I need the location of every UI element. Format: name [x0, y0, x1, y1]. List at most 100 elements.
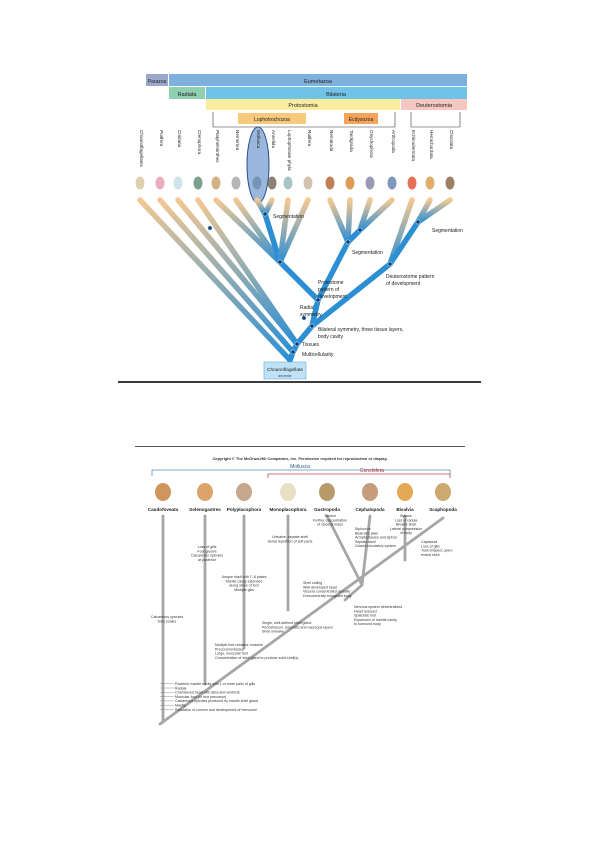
taxon-label: Arthropoda — [391, 130, 396, 153]
mollusc-illustration — [435, 483, 451, 501]
taxon-label: Platyhelminthes — [215, 130, 220, 163]
organism-illustration — [365, 176, 375, 190]
tree-node — [294, 341, 300, 347]
tree-branch — [277, 197, 291, 265]
mollusc-branch — [158, 516, 445, 726]
character-note: Posterior mantle cavity with 1 or more p… — [175, 682, 258, 712]
tree-branch — [387, 197, 415, 267]
mollusca-label: Mollusca — [290, 464, 310, 470]
ecdysozoa-label: Ecdysozoa — [349, 117, 374, 123]
segmentation-annotation: Segmentation — [273, 214, 304, 220]
bilateria-label: Bilateria — [326, 92, 347, 98]
taxon-label: Cnidaria — [177, 130, 182, 148]
taxon-label: Annelida — [271, 130, 276, 148]
mollusc-taxon-label: Solenogastres — [189, 507, 221, 512]
taxon-label: Choanoflagellates — [139, 130, 144, 167]
mollusc-illustration — [236, 483, 252, 501]
tree-node — [345, 239, 351, 245]
organism-illustration — [193, 176, 203, 190]
tree-branch — [262, 211, 283, 265]
tree-node — [277, 259, 283, 265]
taxon-label: Echinodermata — [411, 130, 416, 161]
eumetazoa-label: Eumetazoa — [304, 79, 333, 85]
root-subtitle: ancestor — [278, 374, 292, 378]
tree-branch — [345, 227, 363, 245]
deuterostome-annotation: Deuterostome pattern of development — [386, 274, 436, 287]
organism-illustration — [425, 176, 435, 190]
tree-branch — [137, 197, 293, 363]
mollusc-taxon-label: Cephalopoda — [355, 507, 385, 512]
mollusc-branch — [360, 514, 372, 587]
animal-phylogeny-diagram: Parazoa Eumetazoa Radiata Bilateria Prot… — [135, 74, 467, 380]
tree-branch — [233, 197, 283, 265]
tree-node — [207, 225, 213, 231]
organism-illustration — [345, 176, 355, 190]
radiata-label: Radiata — [178, 92, 198, 98]
mollusc-illustration — [197, 483, 213, 501]
tree-branch — [387, 219, 421, 267]
bilateral-annotation: Bilateral symmetry, three tissue layers,… — [318, 327, 405, 340]
tree-branch — [315, 239, 351, 303]
taxon-label: Tardigrada — [349, 130, 354, 152]
tree-branch — [415, 197, 453, 225]
mollusc-taxon-label: Monoplacophora — [269, 507, 306, 512]
segmentation-annotation: Segmentation — [432, 228, 463, 234]
parazoa-label: Parazoa — [148, 79, 167, 85]
taxon-label: Mollusca — [256, 130, 261, 149]
protostomia-band — [206, 99, 400, 110]
lophotrochozoa-label: Lophotrochozoa — [254, 117, 290, 123]
organism-illustration — [445, 176, 455, 190]
copyright-notice: Copyright © The McGraw-Hill Companies, I… — [212, 456, 387, 461]
mollusc-taxon-label: Gastropoda — [314, 507, 340, 512]
tree-branch — [309, 297, 321, 329]
taxon-label: Onychophora — [369, 130, 374, 158]
lophotrochozoa-band — [238, 113, 306, 124]
organism-illustration — [387, 176, 397, 190]
protostome-annotation: Protostome pattern of development — [318, 280, 347, 300]
organism-illustration — [231, 176, 241, 190]
tree-node — [357, 227, 363, 233]
tree-node — [262, 211, 268, 217]
mollusc-taxon-label: Bivalvia — [396, 507, 414, 512]
bilateria-band — [206, 87, 467, 99]
organism-illustration — [173, 176, 183, 190]
organism-illustration — [267, 176, 277, 190]
mollusc-illustration — [319, 483, 335, 501]
tree-node — [315, 297, 321, 303]
radial-annotation: Radial symmetry — [300, 305, 322, 318]
taxon-label: Nematoda — [329, 130, 334, 152]
deuterostomia-label: Deuterostomia — [416, 103, 453, 109]
tree-node — [415, 219, 421, 225]
deuterostomia-band — [401, 99, 467, 110]
mollusc-taxon-label: Scaphopoda — [429, 507, 457, 512]
taxon-label: Hemichordata — [429, 130, 434, 159]
parazoa-band — [146, 74, 168, 86]
tree-branch — [277, 197, 311, 265]
divider-rule — [135, 446, 465, 447]
tree-branch — [277, 259, 321, 303]
tree-node — [387, 261, 393, 267]
segmentation-annotation: Segmentation — [352, 250, 383, 256]
mollusc-branch — [325, 514, 364, 587]
taxon-label: Lophophorate phyla — [287, 130, 292, 171]
mollusc-taxon-label: Polyplacophora — [227, 507, 262, 512]
mollusca-bracket — [151, 469, 451, 476]
multicellularity-annotation: Multicellularity — [302, 352, 334, 358]
conchifera-label: Conchifera — [360, 468, 384, 474]
tree-branch — [309, 261, 393, 329]
mollusc-illustration — [280, 483, 296, 501]
choanoflagellate-ancestor-box — [263, 361, 307, 380]
mollusc-illustration — [362, 483, 378, 501]
protostomia-label: Protostomia — [288, 103, 318, 109]
tree-branch — [345, 197, 353, 245]
organism-illustration — [303, 176, 313, 190]
ecdysozoa-band — [344, 113, 378, 124]
